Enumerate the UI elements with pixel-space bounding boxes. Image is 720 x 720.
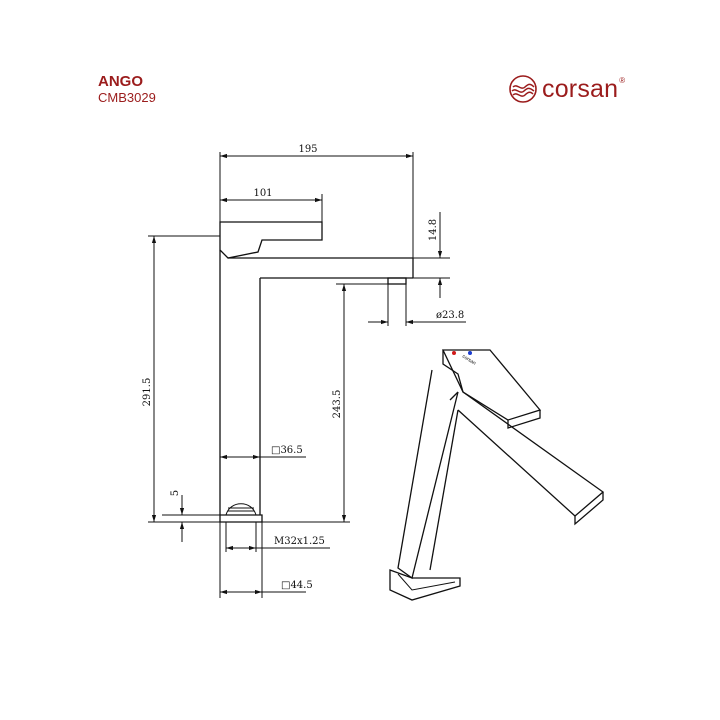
iso-base xyxy=(389,569,461,601)
iso-spout-top xyxy=(457,391,605,517)
dim-aerator-diameter: ø23.8 xyxy=(436,310,464,321)
registered-mark: ® xyxy=(619,75,626,85)
handle-lever xyxy=(219,221,323,259)
isometric-view: corsan xyxy=(389,349,605,601)
dim-spout-height: 243.5 xyxy=(332,390,343,419)
brand-logo: corsan ® xyxy=(508,74,625,104)
corsan-wave-icon xyxy=(509,75,537,103)
dim-thread: M32x1.25 xyxy=(274,536,325,547)
dim-base-square: □44.5 xyxy=(281,580,313,591)
iso-handle-side xyxy=(442,350,464,393)
dim-body-square: □36.5 xyxy=(271,445,303,456)
dim-total-height: 291.5 xyxy=(142,378,153,407)
base-thread xyxy=(228,507,254,512)
side-view xyxy=(219,221,414,523)
dim-spout-thickness: 14.8 xyxy=(428,219,439,241)
dim-base-gap: 5 xyxy=(170,490,181,496)
dimension-labels: 195 101 14.8 ø23.8 291.5 243.5 □36.5 5 M… xyxy=(142,144,464,591)
product-header: ANGO CMB3029 xyxy=(98,73,156,106)
iso-brand-label: corsan xyxy=(461,354,477,367)
iso-body-edge xyxy=(449,391,459,401)
dimension-lines xyxy=(148,152,466,598)
iso-base-inner xyxy=(397,573,456,591)
iso-body-front xyxy=(397,369,459,580)
logo-text: corsan xyxy=(542,74,619,103)
dim-handle-length: 101 xyxy=(253,188,272,199)
base-plate xyxy=(219,514,263,523)
iso-spout-underside xyxy=(429,409,459,571)
base-collar xyxy=(225,503,257,516)
iso-spout-end xyxy=(574,492,604,526)
hot-indicator-icon xyxy=(452,351,456,355)
product-code: CMB3029 xyxy=(98,90,156,105)
dim-overall-length: 195 xyxy=(298,144,317,155)
iso-handle-top xyxy=(441,349,542,421)
aerator xyxy=(387,277,407,285)
product-name: ANGO xyxy=(98,73,143,90)
cold-indicator-icon xyxy=(468,351,472,355)
